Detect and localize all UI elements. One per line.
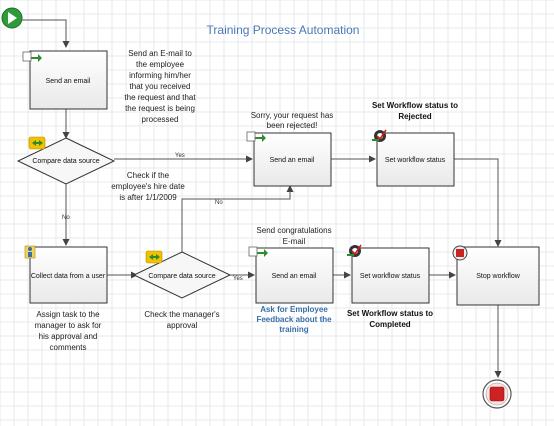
note-send-email: Send an E-mail to the employee informing h…: [124, 49, 196, 124]
collect-data-from-user-step[interactable]: Collect data from a user: [29, 246, 108, 304]
user-task-icon: [24, 245, 36, 259]
step-label: Send an email: [46, 78, 91, 85]
compare-arrows-icon: [145, 250, 163, 264]
note-status-rejected: Set Workflow status to Rejected: [372, 101, 458, 121]
note-line: the employee: [136, 60, 185, 69]
compare-approval-decision[interactable]: Compare data source: [132, 251, 232, 299]
note-line: Feedback about the: [256, 315, 332, 324]
connector-status-to-stop: [452, 158, 502, 247]
step-label: Set workflow status: [385, 157, 446, 164]
note-line: Assign task to the: [36, 310, 100, 319]
stop-workflow-step[interactable]: Stop workflow: [456, 246, 540, 306]
end-icon[interactable]: [482, 379, 512, 409]
compare-arrows-icon: [28, 136, 46, 150]
note-line: Set Workflow status to: [372, 101, 458, 110]
note-line: training: [279, 325, 308, 334]
note-line: his approval and: [39, 332, 98, 341]
step-label: Stop workflow: [476, 273, 521, 280]
note-line: the request is being: [125, 104, 195, 113]
email-icon: [22, 51, 42, 62]
note-line: employee's hire date: [111, 182, 185, 191]
send-congratulations-email-step[interactable]: Send an email: [255, 247, 334, 304]
note-line: Check the manager's: [144, 310, 219, 319]
note-line: processed: [142, 115, 179, 124]
set-workflow-status-step[interactable]: Set workflow status: [351, 247, 430, 304]
note-status-completed: Set Workflow status to Completed: [347, 309, 433, 329]
step-label: Set workflow status: [360, 273, 421, 280]
set-workflow-status-step[interactable]: Set workflow status: [376, 132, 455, 187]
annotation-notes: Send an E-mail to the employee informing h…: [35, 49, 459, 352]
branch-yes-label: Yes: [233, 276, 243, 282]
compare-data-source-decision[interactable]: Compare data source: [16, 137, 116, 185]
note-line: Send an E-mail to: [128, 49, 192, 58]
connectors: [22, 19, 502, 378]
decision-label: Compare data source: [32, 158, 99, 165]
step-label: Send an email: [272, 273, 317, 280]
note-line: comments: [50, 343, 87, 352]
status-check-icon: [372, 129, 387, 142]
note-line: the request and that: [124, 93, 196, 102]
step-label: Send an email: [270, 157, 315, 164]
connector-start-to-email: [22, 19, 70, 48]
stop-icon: [452, 245, 468, 261]
branch-yes-label: Yes: [175, 153, 185, 159]
note-line: approval: [167, 321, 198, 330]
diagram-title: Training Process Automation: [207, 23, 360, 37]
status-check-icon: [347, 244, 362, 257]
step-label: Collect data from a user: [31, 273, 106, 280]
note-line: Rejected: [398, 112, 431, 121]
note-line: informing him/her: [129, 71, 191, 80]
send-rejection-email-step[interactable]: Send an email: [253, 132, 332, 187]
note-line: Completed: [369, 320, 410, 329]
note-line: Check if the: [127, 171, 170, 180]
note-line: that you received: [130, 82, 191, 91]
branch-no-label: No: [215, 200, 223, 206]
email-icon: [246, 131, 266, 142]
decision-label: Compare data source: [148, 273, 215, 280]
note-line: manager to ask for: [35, 321, 102, 330]
note-line: Sorry, your request has: [251, 111, 334, 120]
note-check-hire-date: Check if the employee's hire date is after…: [111, 171, 185, 202]
note-line: been rejected!: [267, 121, 318, 130]
note-line: Set Workflow status to: [347, 309, 433, 318]
connector-compare2-no: [181, 185, 294, 253]
email-icon: [248, 246, 268, 257]
note-line: E-mail: [283, 237, 306, 246]
note-assign-task: Assign task to the manager to ask for his …: [35, 310, 102, 352]
branch-no-label: No: [62, 215, 70, 221]
note-check-approval: Check the manager's approval: [144, 310, 219, 330]
note-line: is after 1/1/2009: [119, 193, 177, 202]
note-line: Send congratulations: [256, 226, 331, 235]
note-line: Ask for Employee: [260, 305, 328, 314]
start-play-icon[interactable]: [1, 7, 23, 29]
send-email-step[interactable]: Send an email: [29, 50, 108, 110]
